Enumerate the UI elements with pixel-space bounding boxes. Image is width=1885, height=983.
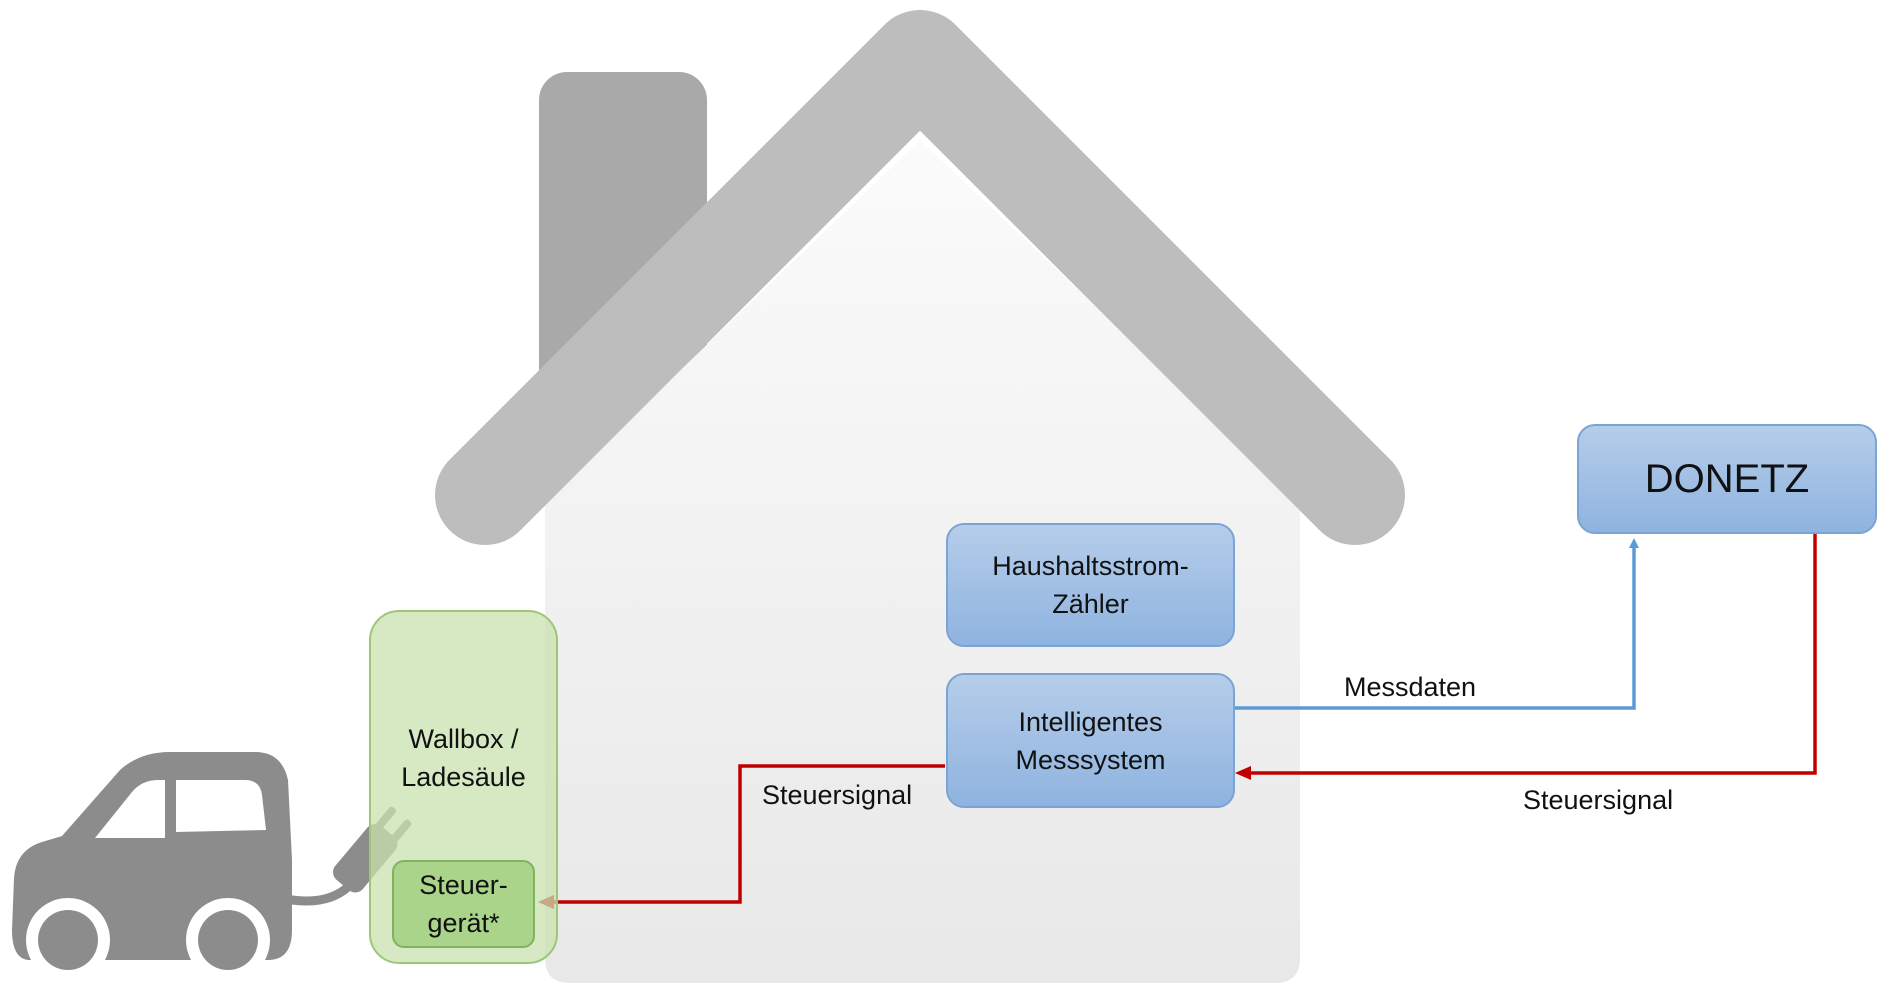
- messdaten-connector: [1233, 538, 1639, 710]
- steuersignal-left-connector: [538, 764, 945, 909]
- car-icon: [12, 752, 292, 982]
- steuersignal-left-label: Steuersignal: [762, 780, 913, 810]
- messdaten-label: Messdaten: [1344, 672, 1477, 702]
- steuergeraet-node: Steuer- gerät*: [392, 860, 535, 948]
- donetz-node: DONETZ: [1577, 424, 1877, 534]
- wallbox-label: Wallbox / Ladesäule: [401, 724, 526, 792]
- haushaltsstrom-zaehler-node: Haushaltsstrom- Zähler: [946, 523, 1235, 647]
- intelligentes-messsystem-label: Intelligentes Messsystem: [1015, 706, 1166, 775]
- steuergeraet-label: Steuer- gerät*: [419, 870, 508, 938]
- intelligentes-messsystem-node: Intelligentes Messsystem: [946, 673, 1235, 808]
- steuersignal-right-connector: [1235, 533, 1817, 780]
- donetz-label: DONETZ: [1644, 457, 1810, 501]
- haushaltsstrom-zaehler-label: Haushaltsstrom- Zähler: [992, 551, 1189, 619]
- steuersignal-right-label: Steuersignal: [1523, 785, 1674, 815]
- house-roof: [435, 10, 1405, 545]
